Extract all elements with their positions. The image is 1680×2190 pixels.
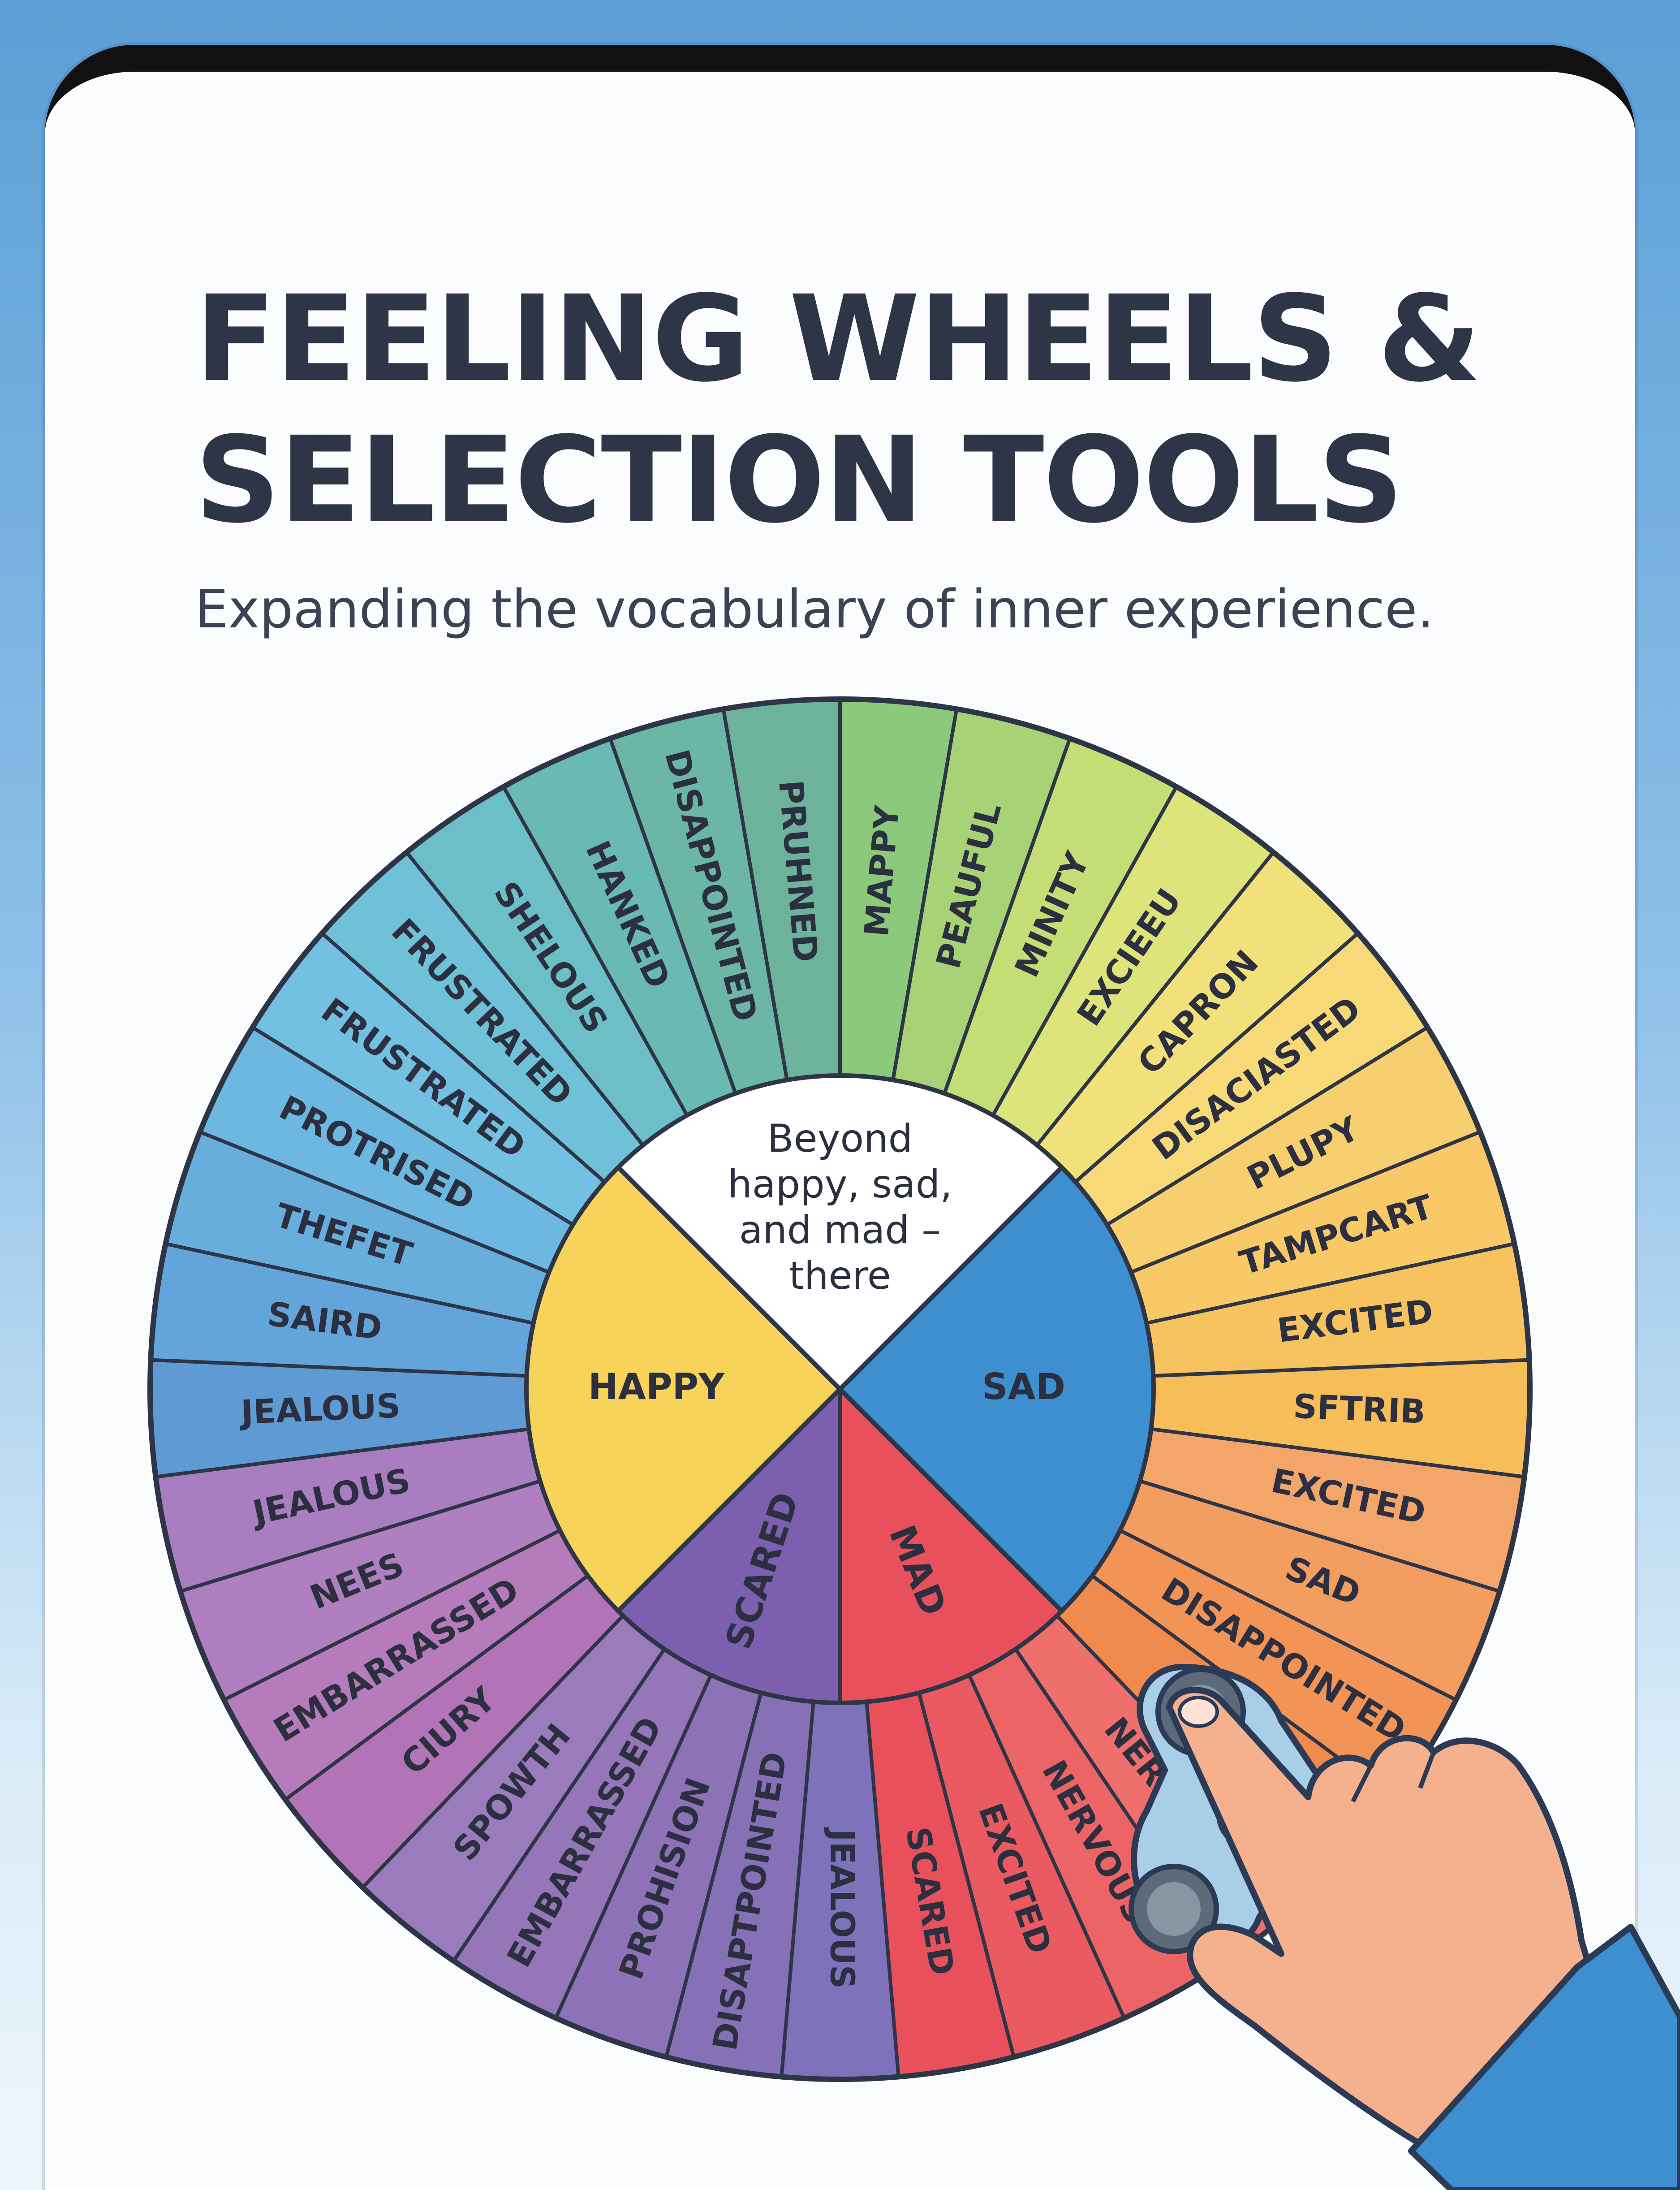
center-text-line: Beyond bbox=[767, 1116, 913, 1161]
wheel-segment-label: JEALOUS bbox=[823, 1827, 861, 1989]
title-line-2: SELECTION TOOLS bbox=[195, 411, 1404, 549]
hand-icon bbox=[1166, 1687, 1680, 2190]
core-segment[interactable] bbox=[836, 1164, 1156, 1615]
page-subtitle: Expanding the vocabulary of inner experi… bbox=[195, 578, 1434, 640]
core-label: HAPPY bbox=[588, 1366, 725, 1408]
center-text-line: there bbox=[789, 1253, 891, 1298]
core-segment[interactable] bbox=[615, 1383, 842, 1706]
center-text-line: happy, sad, bbox=[728, 1162, 952, 1207]
wheel-segment-label: SFTRIB bbox=[1292, 1387, 1426, 1431]
core-segment[interactable] bbox=[838, 1383, 1065, 1706]
core-label: SAD bbox=[982, 1366, 1065, 1408]
core-segment[interactable] bbox=[524, 1164, 844, 1615]
wheel-outline bbox=[147, 696, 1533, 2082]
center-text-line: and mad – bbox=[739, 1208, 941, 1253]
title-line-1: FEELING WHEELS & bbox=[195, 270, 1481, 408]
center-wedge bbox=[615, 1073, 1065, 1393]
wheel-segment-label: JEALOUS bbox=[238, 1387, 401, 1432]
hand-spinner-illustration bbox=[1129, 1663, 1680, 2190]
page-title: FEELING WHEELS & SELECTION TOOLS bbox=[195, 269, 1481, 551]
